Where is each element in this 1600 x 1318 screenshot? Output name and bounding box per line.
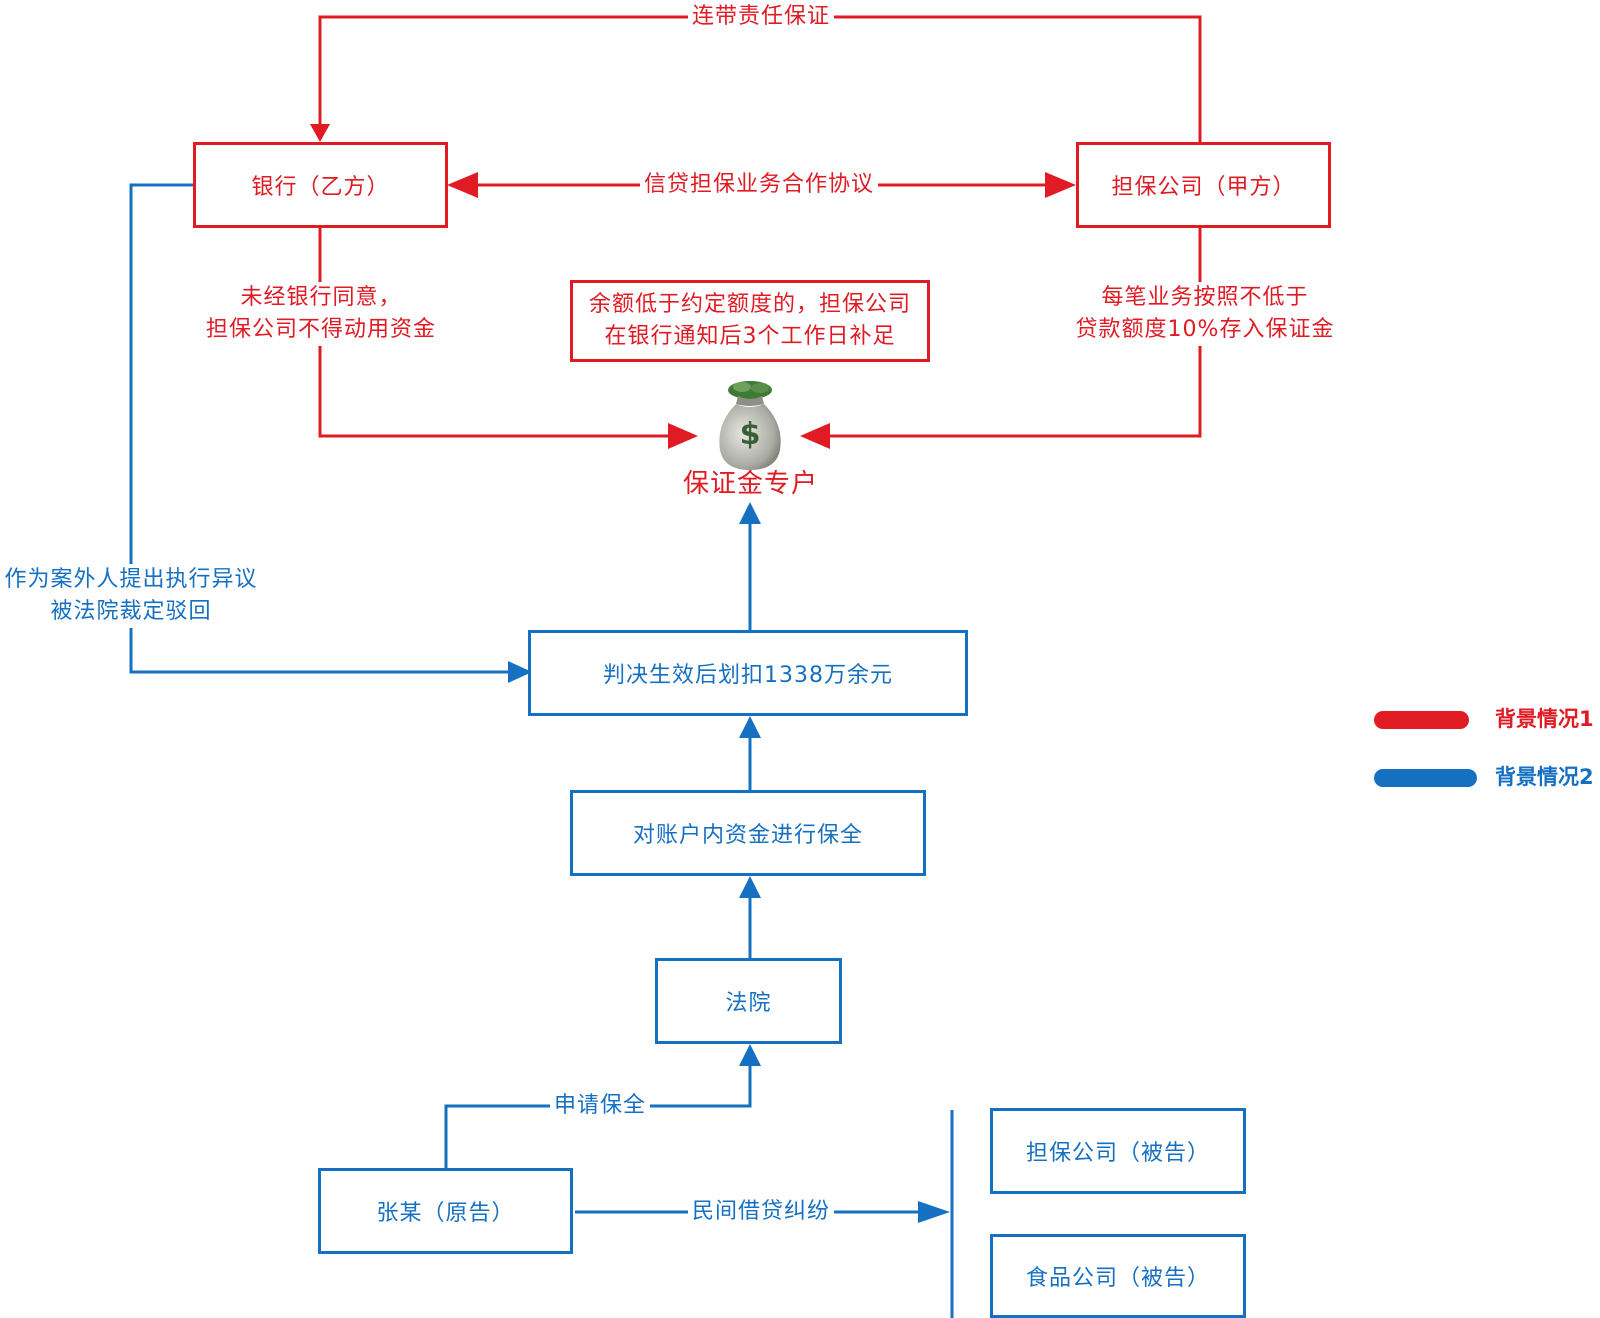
legend-label-1: 背景情况1 [1495,707,1594,731]
credit-agreement-arrow-left [447,172,478,198]
guarantee-company-node: 担保公司（甲方） [1076,142,1331,228]
bank-node-label: 银行（乙方） [251,175,390,200]
replenish-note-line-1: 余额低于约定额度的，担保公司 [588,292,911,317]
plaintiff-node-label: 张某（原告） [376,1201,515,1226]
objection-arrowhead [508,661,532,683]
bank-consent-line-2: 担保公司不得动用资金 [205,317,436,342]
bank-node: 银行（乙方） [193,142,448,228]
guarantee-to-deposit-arrowhead [800,423,830,449]
defendant-food-node: 食品公司（被告） [990,1234,1246,1318]
guarantee-company-node-label: 担保公司（甲方） [1111,175,1296,200]
court-node: 法院 [655,958,842,1044]
preservation-node: 对账户内资金进行保全 [570,790,926,876]
credit-agreement-label: 信贷担保业务合作协议 [640,169,879,201]
defendant-guarantee-node: 担保公司（被告） [990,1108,1246,1194]
bank-to-deposit-arrowhead [668,423,698,449]
preservation-to-judgment-arrowhead [739,716,761,738]
objection-line-2: 被法院裁定驳回 [50,599,212,624]
apply-preservation-arrowhead [739,1044,761,1066]
legend-label-2: 背景情况2 [1495,765,1594,789]
objection-line-1: 作为案外人提出执行异议 [4,567,258,592]
defendant-food-node-label: 食品公司（被告） [1025,1266,1210,1291]
judgment-node-label: 判决生效后划扣1338万余元 [603,663,893,688]
objection-label: 作为案外人提出执行异议 被法院裁定驳回 [0,564,262,628]
preservation-node-label: 对账户内资金进行保全 [632,823,863,848]
legend-swatch-2 [1374,769,1477,787]
joint-liability-arrowhead [310,124,330,142]
legend-swatch-1 [1374,711,1469,729]
bank-consent-label: 未经银行同意， 担保公司不得动用资金 [196,282,446,346]
loan-dispute-label: 民间借贷纠纷 [688,1196,835,1228]
deposit-account-label: 保证金专户 [683,469,819,499]
deposit-rule-label: 每笔业务按照不低于 贷款额度10%存入保证金 [1075,282,1335,346]
defendant-guarantee-node-label: 担保公司（被告） [1025,1141,1210,1166]
deposit-rule-line-1: 每笔业务按照不低于 [1101,285,1309,310]
money-bag-icon: $ [719,381,781,470]
court-to-preservation-arrowhead [739,876,761,898]
replenish-note: 余额低于约定额度的，担保公司 在银行通知后3个工作日补足 [570,280,930,362]
objection-line [129,183,510,674]
bank-consent-line-1: 未经银行同意， [240,285,402,310]
deposit-rule-line-2: 贷款额度10%存入保证金 [1075,317,1335,342]
apply-preservation-label: 申请保全 [550,1090,651,1122]
joint-liability-label: 连带责任保证 [688,1,835,33]
money-bag-symbol: $ [740,417,761,452]
judgment-to-deposit-arrowhead [739,502,761,524]
plaintiff-node: 张某（原告） [318,1168,573,1254]
replenish-note-line-2: 在银行通知后3个工作日补足 [604,324,896,349]
credit-agreement-arrow-right [1045,172,1076,198]
joint-liability-line [318,15,1202,142]
judgment-node: 判决生效后划扣1338万余元 [528,630,968,716]
loan-dispute-arrowhead [918,1201,950,1223]
court-node-label: 法院 [725,991,772,1016]
